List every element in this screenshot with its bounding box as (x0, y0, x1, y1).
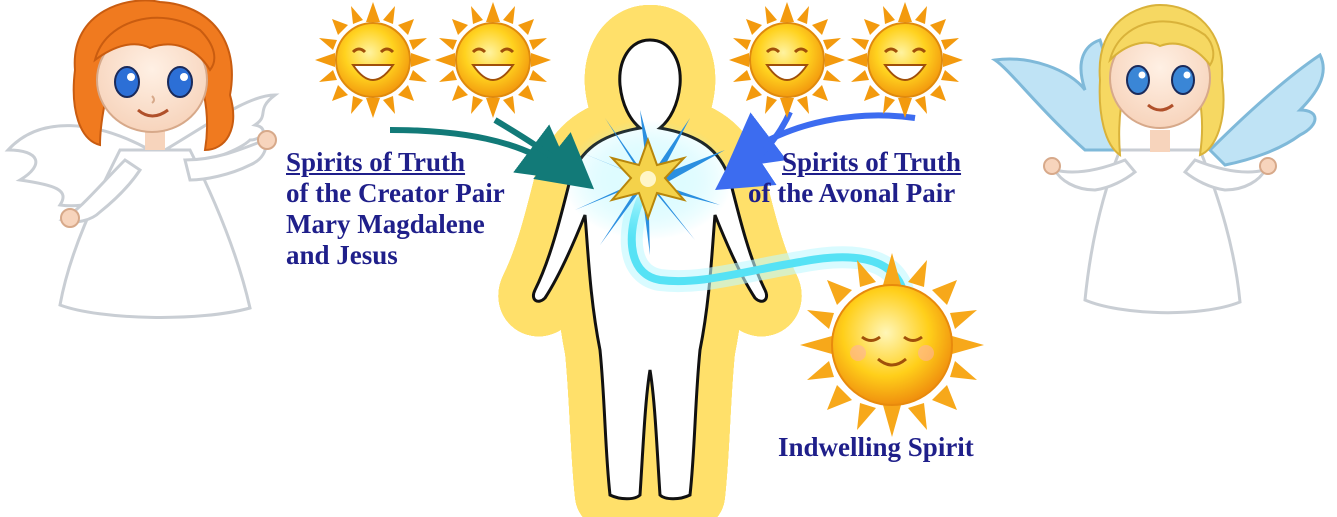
creator-pair-line3: and Jesus (286, 240, 556, 271)
angel-right-icon (995, 5, 1323, 313)
label-indwelling-spirit: Indwelling Spirit (778, 432, 1018, 463)
avonal-pair-heading: Spirits of Truth (748, 147, 988, 178)
label-avonal-pair: Spirits of Truth of the Avonal Pair (748, 147, 988, 209)
label-creator-pair: Spirits of Truth of the Creator Pair Mar… (286, 147, 556, 271)
smiling-sun-icon (315, 2, 431, 118)
smiling-sun-icon (435, 2, 551, 118)
avonal-pair-line1: of the Avonal Pair (748, 178, 988, 209)
angel-left-icon (8, 0, 276, 317)
smiling-sun-icon (729, 2, 845, 118)
creator-pair-line2: Mary Magdalene (286, 209, 556, 240)
creator-pair-heading: Spirits of Truth (286, 147, 556, 178)
indwelling-sun-icon (800, 253, 984, 437)
smiling-sun-icon (847, 2, 963, 118)
indwelling-spirit-text: Indwelling Spirit (778, 432, 1018, 463)
creator-pair-line1: of the Creator Pair (286, 178, 556, 209)
